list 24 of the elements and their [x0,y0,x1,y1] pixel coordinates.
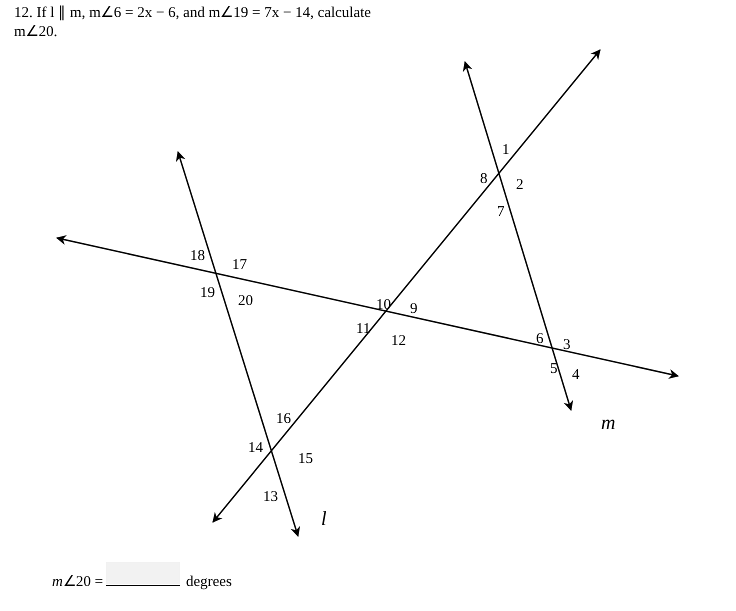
angle-number: 6 [536,332,544,347]
angle-number: 16 [276,412,291,427]
answer-text: degrees [186,575,232,590]
angle-number: 15 [298,452,313,467]
angle-number: 5 [550,362,558,377]
angle-number: 2 [516,178,524,193]
angle-number: 19 [200,286,215,301]
angle-number: 12 [391,334,406,349]
line-label: m [601,413,616,433]
angle-number: 11 [356,322,370,337]
angle-number: 7 [497,205,504,220]
question-text: 12. If l ∥ m, m∠6 = 2x − 6, and m∠19 = 7x − 14, calculate m∠20. [14,4,372,42]
angle-number: 20 [238,294,253,309]
answer-text: m∠20 = [52,575,104,590]
angle-number: 17 [232,258,247,273]
angle-number: 1 [502,143,510,158]
angle-number: 18 [190,249,205,264]
line-label: l [321,509,327,529]
angle-number: 4 [572,368,580,383]
angle-number: 14 [248,441,263,456]
angle-number: 8 [480,172,488,187]
angle-number: 13 [263,490,278,505]
angle-number: 9 [410,302,418,317]
angle-number: 3 [563,338,570,353]
